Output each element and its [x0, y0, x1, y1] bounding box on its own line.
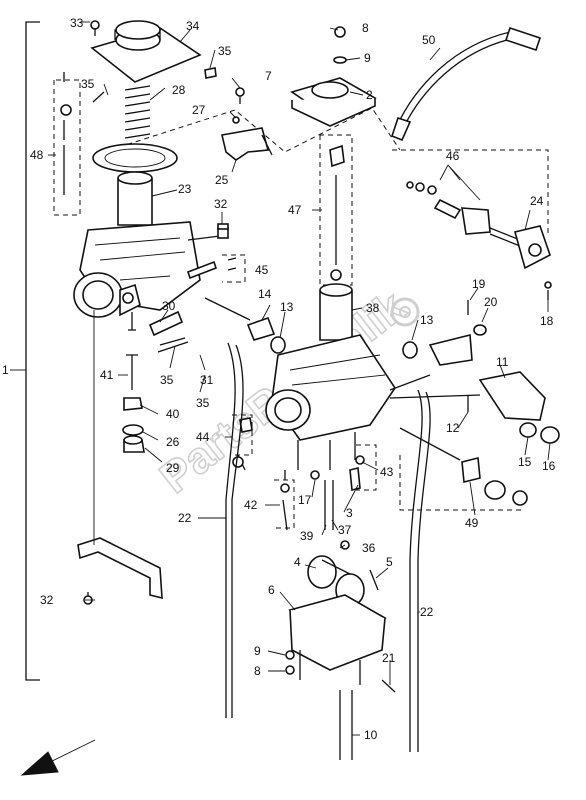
callout-36: 36 [362, 541, 376, 555]
callout-11: 11 [496, 355, 509, 369]
callout-10: 10 [364, 728, 378, 742]
callout-3: 3 [346, 506, 353, 520]
mounting-plate [77, 537, 163, 600]
diaphragm [92, 143, 178, 173]
callout-9: 9 [254, 644, 261, 658]
callout-16: 16 [542, 459, 556, 473]
callout-15: 15 [518, 455, 532, 469]
callout-22: 22 [420, 605, 434, 619]
callout-32: 32 [214, 197, 228, 211]
callout-31: 31 [200, 373, 214, 387]
vent-hose-left [231, 344, 244, 718]
callout-18: 18 [540, 314, 554, 328]
callout-30: 30 [162, 299, 176, 313]
callout-labels: 33 34 35 7 35 28 27 48 25 23 32 45 14 13… [2, 16, 556, 742]
callout-32: 32 [40, 593, 54, 607]
spring [124, 85, 151, 139]
callout-8: 8 [254, 664, 261, 678]
throttle-cable [399, 37, 516, 136]
group-46-box [392, 149, 549, 235]
callout-49: 49 [465, 516, 479, 530]
choke-bracket [221, 127, 270, 161]
callout-46: 46 [446, 149, 460, 163]
callout-4: 4 [294, 555, 301, 569]
callout-24: 24 [530, 194, 544, 208]
callout-35: 35 [160, 373, 174, 387]
callout-26: 26 [166, 435, 180, 449]
callout-35: 35 [196, 396, 210, 410]
callout-41: 41 [100, 368, 114, 382]
callout-45: 45 [255, 263, 269, 277]
right-carburetor [204, 26, 560, 550]
piston [117, 178, 153, 226]
callout-14: 14 [258, 287, 272, 301]
callout-7: 7 [265, 69, 272, 83]
callout-43: 43 [380, 465, 394, 479]
callout-9: 9 [364, 51, 371, 65]
callout-8: 8 [362, 21, 369, 35]
callout-47: 47 [288, 203, 302, 217]
left-carburetor [60, 20, 273, 605]
callout-48: 48 [30, 148, 44, 162]
callout-25: 25 [215, 173, 229, 187]
callout-19: 19 [472, 277, 486, 291]
callout-20: 20 [484, 295, 498, 309]
float-bowl-assembly [285, 555, 396, 760]
vent-hose-right [409, 389, 423, 752]
float [307, 555, 337, 589]
callout-37: 37 [338, 523, 352, 537]
callout-50: 50 [422, 33, 436, 47]
callout-28: 28 [172, 83, 186, 97]
group-42-box [274, 479, 295, 529]
callout-42: 42 [244, 498, 258, 512]
group-45-box [222, 254, 246, 283]
callout-38: 38 [366, 301, 380, 315]
leader-lines [48, 21, 551, 736]
direction-arrow-icon [20, 739, 96, 776]
callout-39: 39 [300, 529, 314, 543]
piston-2 [319, 290, 353, 341]
callout-35: 35 [218, 44, 232, 58]
callout-40: 40 [166, 407, 180, 421]
callout-6: 6 [268, 583, 275, 597]
callout-13: 13 [420, 313, 434, 327]
callout-22: 22 [178, 511, 192, 525]
callout-35: 35 [81, 77, 95, 91]
callout-33: 33 [70, 16, 84, 30]
callout-1: 1 [2, 363, 9, 377]
callout-29: 29 [166, 461, 180, 475]
callout-5: 5 [386, 555, 393, 569]
group-43-box [356, 444, 377, 491]
callout-27: 27 [192, 103, 206, 117]
callout-44: 44 [196, 430, 210, 444]
callout-17: 17 [298, 493, 312, 507]
group-48-box [53, 79, 81, 216]
callout-12: 12 [446, 421, 460, 435]
group-47-box [319, 134, 353, 286]
callout-23: 23 [178, 182, 192, 196]
gear-watermark-icon [390, 297, 420, 327]
choke-link-dashed [109, 107, 401, 153]
group-49-box [399, 455, 525, 511]
callout-34: 34 [186, 19, 200, 33]
callout-21: 21 [382, 651, 396, 665]
assembly-bracket-line [25, 21, 40, 681]
callout-13: 13 [280, 300, 294, 314]
callout-2: 2 [366, 88, 373, 102]
